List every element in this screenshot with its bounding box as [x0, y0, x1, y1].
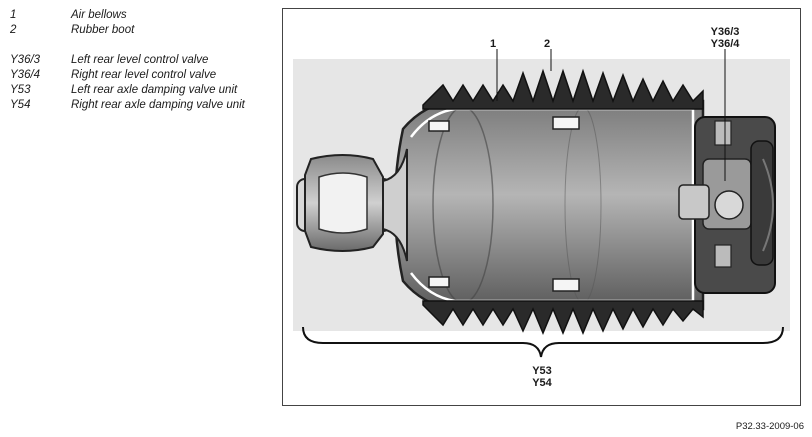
rubber-boot-bottom [422, 300, 704, 335]
callout-bellows: 1 [490, 38, 497, 50]
callout-damper-group: Y53 Y54 [520, 365, 564, 389]
callout-valve-group: Y36/3 Y36/4 [701, 26, 749, 50]
legend: 1 Air bellows 2 Rubber boot Y36/3 Left r… [10, 8, 261, 113]
legend-item: Y53 Left rear axle damping valve unit [10, 83, 261, 98]
legend-item: Y36/4 Right rear level control valve [10, 68, 261, 83]
legend-code: Y54 [10, 99, 31, 111]
legend-code: Y36/3 [10, 54, 41, 66]
legend-item: 2 Rubber boot [10, 23, 261, 38]
legend-description: Left rear level control valve [71, 54, 209, 66]
callout-damper-left: Y53 [532, 365, 552, 377]
diagram-frame: 1 2 Y36/3 Y36/4 Y53 Y54 [282, 8, 801, 406]
legend-description: Rubber boot [71, 24, 135, 36]
legend-code: Y53 [10, 84, 31, 96]
legend-item: Y36/3 Left rear level control valve [10, 53, 261, 68]
air-spring-strut-illustration [293, 49, 790, 358]
callout-damper-right: Y54 [532, 377, 552, 389]
figure-reference: P32.33-2009-06 [735, 421, 804, 432]
leader-lines [496, 49, 726, 181]
inner-brackets [428, 116, 580, 292]
legend-code: Y36/4 [10, 69, 41, 81]
callout-boot: 2 [544, 38, 551, 50]
legend-item: 1 Air bellows [10, 8, 261, 23]
legend-spacer [10, 38, 261, 53]
legend-description: Air bellows [71, 9, 127, 21]
callout-valve-left: Y36/3 [710, 26, 740, 38]
legend-description: Left rear axle damping valve unit [71, 84, 238, 96]
callout-valve-right: Y36/4 [710, 38, 740, 50]
rubber-boot-top [422, 68, 704, 110]
legend-description: Right rear axle damping valve unit [71, 99, 245, 111]
bottom-brace [302, 326, 784, 358]
mount-bushing [296, 154, 392, 252]
legend-code: 2 [10, 24, 17, 36]
valve-block [678, 116, 776, 294]
legend-item: Y54 Right rear axle damping valve unit [10, 98, 261, 113]
legend-code: 1 [10, 9, 17, 21]
legend-description: Right rear level control valve [71, 69, 217, 81]
